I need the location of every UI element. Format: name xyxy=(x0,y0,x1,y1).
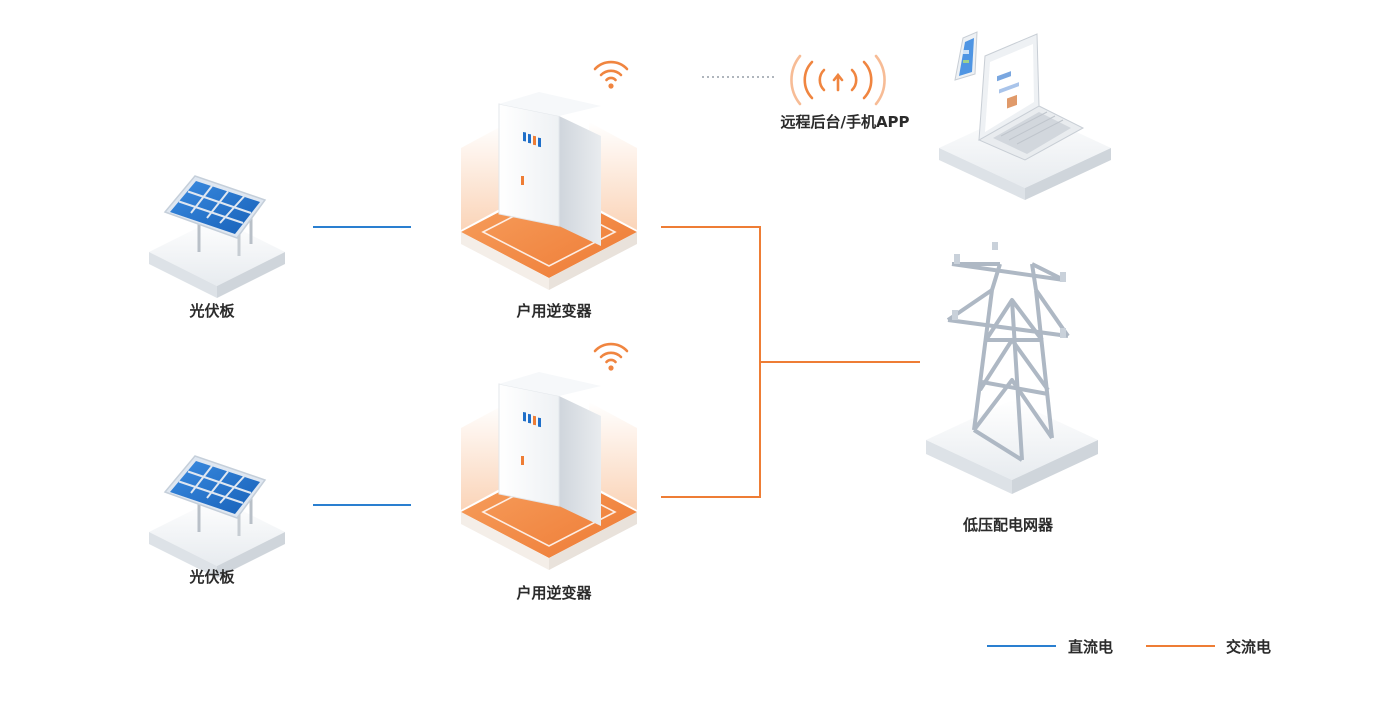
wifi-icon-top xyxy=(593,60,629,90)
legend-dc-label: 直流电 xyxy=(1068,638,1114,656)
solar-panel-top xyxy=(149,176,285,298)
grid-label: 低压配电网器 xyxy=(962,516,1054,534)
power-tower-icon xyxy=(926,242,1098,494)
solar-panel-bottom xyxy=(149,456,285,578)
laptop-icon xyxy=(939,31,1111,200)
solar-panel-label-top: 光伏板 xyxy=(189,302,235,320)
inverter-label-bottom: 户用逆变器 xyxy=(516,584,592,602)
legend-ac-label: 交流电 xyxy=(1226,638,1272,656)
signal-icon xyxy=(790,54,886,106)
ac-lines xyxy=(661,226,920,498)
remote-label: 远程后台/手机APP xyxy=(780,113,910,131)
wifi-icon-bottom xyxy=(593,342,629,372)
inverter-label-top: 户用逆变器 xyxy=(516,302,592,320)
inverter-bottom xyxy=(460,371,638,571)
inverter-top xyxy=(460,91,638,291)
solar-panel-label-bottom: 光伏板 xyxy=(189,568,235,586)
